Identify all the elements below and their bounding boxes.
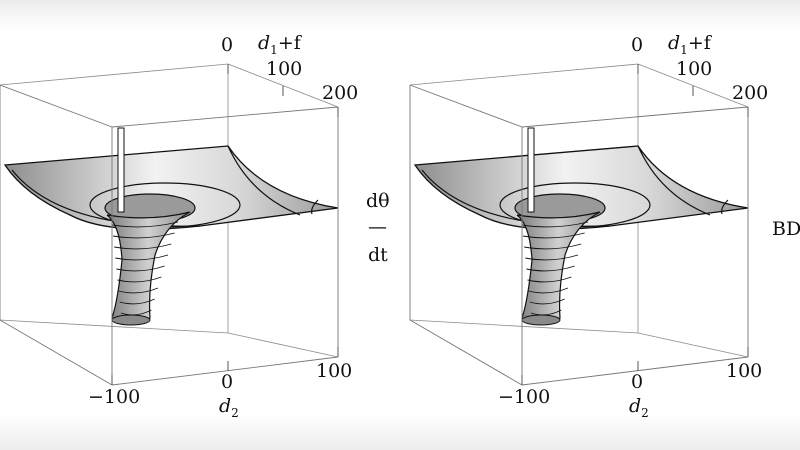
funnel-contour xyxy=(111,221,179,228)
y-tick-100: 100 xyxy=(266,58,303,80)
box-front-edge xyxy=(409,319,523,386)
y-axis-label-right: d1+f xyxy=(668,32,711,57)
z-axis-label-right: BD xyxy=(772,218,800,240)
contour-line xyxy=(311,199,319,215)
y-tick-200-right: 200 xyxy=(732,82,769,104)
y-tick-0-right: 0 xyxy=(631,34,644,56)
box-back-edge xyxy=(637,332,749,358)
plot-panel-1 xyxy=(0,63,339,386)
surface-sheet xyxy=(3,145,339,230)
x-tick-0-right: 0 xyxy=(631,371,644,393)
box-back-edge xyxy=(227,332,339,358)
bottom-fade xyxy=(0,415,800,450)
funnel-contour xyxy=(526,265,575,272)
funnel-contour xyxy=(115,254,169,261)
z-axis-label-bar: — xyxy=(368,216,387,238)
box-front-edge xyxy=(521,106,749,128)
box-front-edge xyxy=(409,84,523,128)
y-tick-0: 0 xyxy=(221,34,234,56)
box-front-edge xyxy=(0,319,113,386)
x-tick-100: 100 xyxy=(316,360,353,382)
funnel-contour xyxy=(524,243,582,250)
x-axis-label: d2 xyxy=(219,395,239,420)
contour-line xyxy=(721,199,729,215)
box-front-edge xyxy=(0,84,113,128)
x-axis-label-right: d2 xyxy=(629,395,649,420)
z-axis-label-top: dθ xyxy=(366,190,390,212)
box-back-edge xyxy=(227,63,339,108)
surface-slit xyxy=(527,127,535,213)
funnel-contour xyxy=(523,232,585,239)
funnel-bottom xyxy=(111,314,151,326)
x-tick-neg100-right: −100 xyxy=(498,386,551,408)
box-front-edge xyxy=(521,356,749,386)
surface-funnel xyxy=(516,211,601,324)
contour-line xyxy=(637,145,711,216)
y-tick-200: 200 xyxy=(322,82,359,104)
box-back-edge xyxy=(409,319,639,334)
top-fade xyxy=(0,0,800,30)
funnel-contour xyxy=(528,287,569,294)
box-front-edge xyxy=(111,356,339,386)
surface-slit xyxy=(117,127,125,213)
funnel-contour xyxy=(114,243,172,250)
x-tick-100-right: 100 xyxy=(726,360,763,382)
funnel-contour xyxy=(527,276,572,283)
box-back-edge xyxy=(0,319,229,334)
funnel-contour xyxy=(521,221,589,228)
box-back-edge xyxy=(637,63,749,108)
y-axis-label: d1+f xyxy=(258,32,301,57)
funnel-contour xyxy=(529,298,565,305)
funnel-bottom xyxy=(521,314,561,326)
z-axis-label-bottom: dt xyxy=(368,244,388,266)
x-tick-0: 0 xyxy=(221,371,234,393)
funnel-contour xyxy=(119,298,155,305)
funnel-contour xyxy=(525,254,579,261)
box-front-edge xyxy=(111,106,339,128)
x-tick-neg100: −100 xyxy=(88,386,141,408)
surface-sheet xyxy=(413,145,749,230)
contour-line xyxy=(227,145,301,216)
funnel-contour xyxy=(116,265,165,272)
funnel-contour xyxy=(113,232,175,239)
y-tick-100-right: 100 xyxy=(676,58,713,80)
plot-panel-2 xyxy=(409,63,749,386)
surface-funnel xyxy=(106,211,191,324)
funnel-contour xyxy=(118,287,159,294)
funnel-contour xyxy=(117,276,162,283)
box-back-edge xyxy=(409,63,639,86)
box-back-edge xyxy=(0,63,229,86)
